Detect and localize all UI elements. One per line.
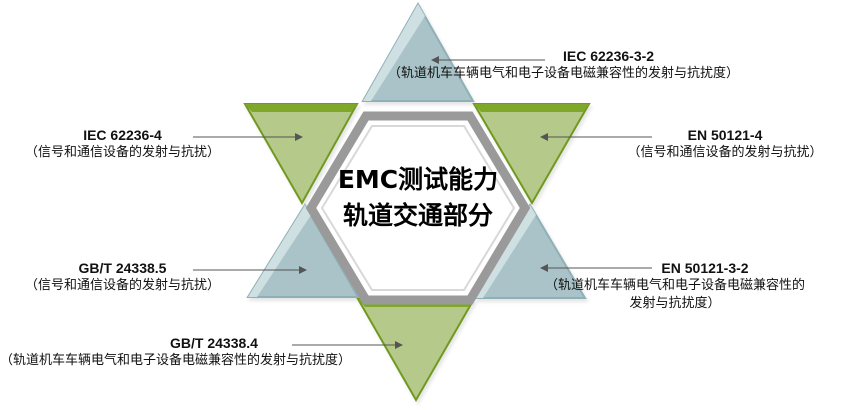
label-right-lower-desc-line1: （轨道机车车辆电气和电子设备电磁兼容性的: [544, 278, 805, 293]
center-title: EMC测试能力 轨道交通部分: [318, 162, 518, 234]
label-left-upper-desc: （信号和通信设备的发射与抗扰）: [24, 145, 220, 160]
label-top: IEC 62236-3-2 （轨道机车车辆电气和电子设备电磁兼容性的发射与抗扰度…: [388, 47, 848, 83]
center-title-line2: 轨道交通部分: [342, 201, 493, 230]
label-right-upper-desc: （信号和通信设备的发射与抗扰）: [627, 145, 823, 160]
green-triangle-left-upper: [243, 103, 359, 206]
label-left-lower: GB/T 24338.5 （信号和通信设备的发射与抗扰）: [0, 259, 245, 295]
label-bottom-desc: （轨道机车车辆电气和电子设备电磁兼容性的发射与抗扰度）: [0, 353, 352, 368]
label-right-lower: EN 50121-3-2 （轨道机车车辆电气和电子设备电磁兼容性的 发射与抗扰度…: [502, 259, 848, 313]
label-right-upper: EN 50121-4 （信号和通信设备的发射与抗扰）: [602, 126, 848, 162]
label-left-lower-desc: （信号和通信设备的发射与抗扰）: [24, 278, 220, 293]
label-top-code: IEC 62236-3-2: [563, 48, 655, 64]
label-right-lower-desc-line2: 发射与抗扰度）: [629, 296, 721, 311]
label-bottom-code: GB/T 24338.4: [170, 335, 258, 351]
label-top-desc: （轨道机车车辆电气和电子设备电磁兼容性的发射与抗扰度）: [388, 66, 740, 81]
label-bottom: GB/T 24338.4 （轨道机车车辆电气和电子设备电磁兼容性的发射与抗扰度）: [0, 334, 460, 370]
center-title-line1: EMC测试能力: [337, 165, 499, 194]
label-right-lower-code: EN 50121-3-2: [661, 260, 749, 276]
green-triangle-right-upper: [472, 103, 591, 205]
label-left-lower-code: GB/T 24338.5: [78, 260, 167, 276]
center-hexagon: [305, 111, 531, 305]
label-left-upper-code: IEC 62236-4: [83, 127, 162, 143]
label-left-upper: IEC 62236-4 （信号和通信设备的发射与抗扰）: [0, 126, 245, 162]
label-right-upper-code: EN 50121-4: [687, 127, 763, 143]
blue-triangle-top: [361, 1, 475, 102]
